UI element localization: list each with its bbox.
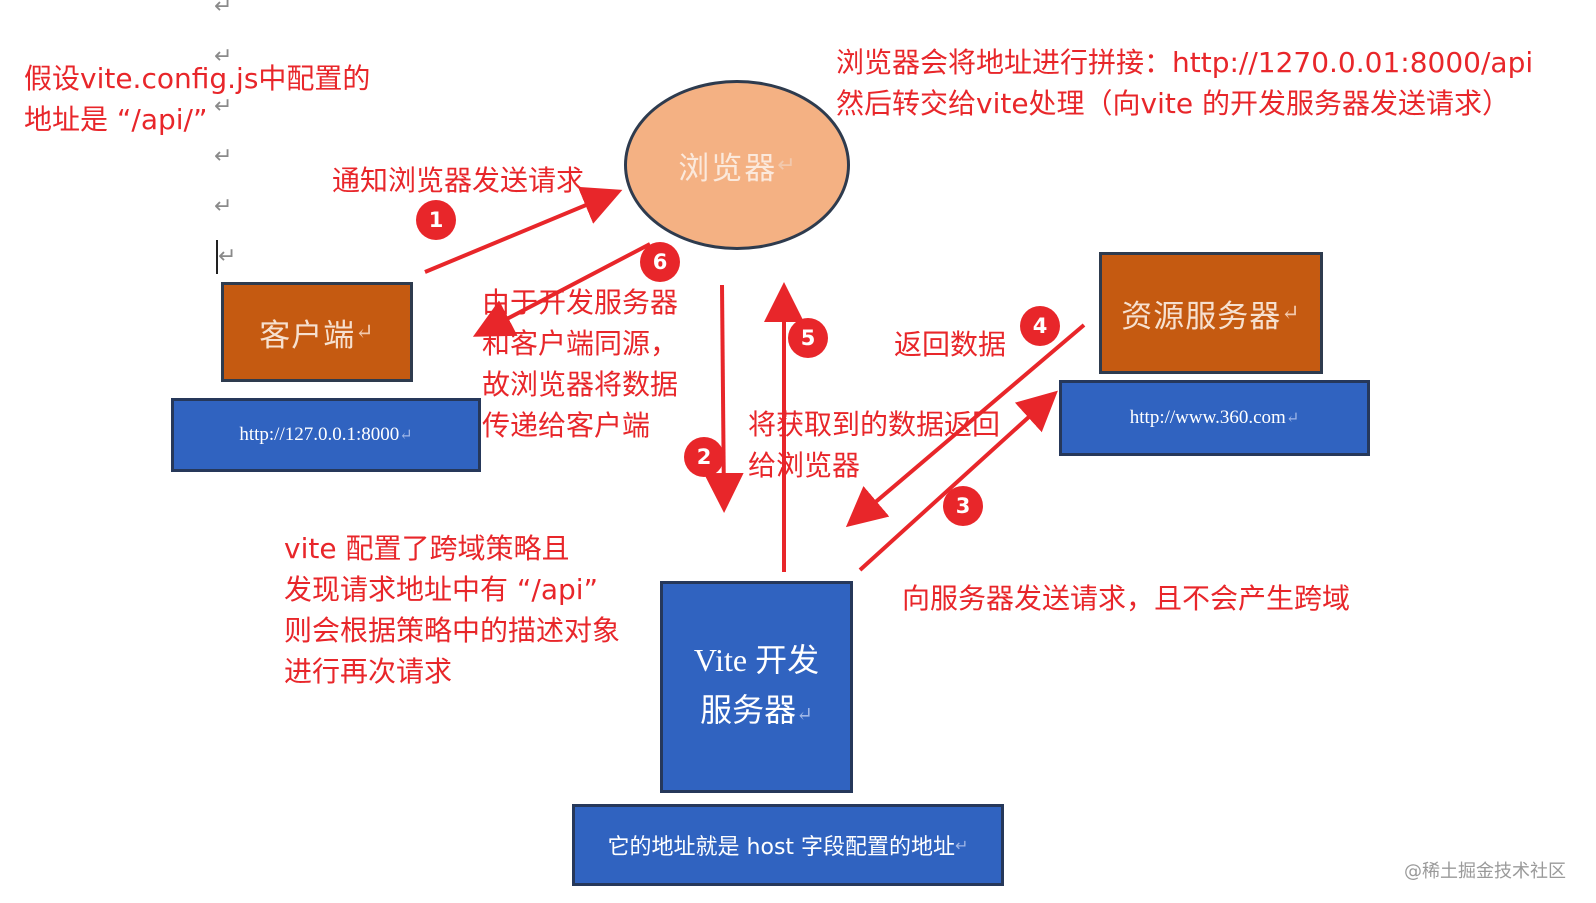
return-arrow-icon: ↵ bbox=[1281, 300, 1301, 326]
step-badge-3: 3 bbox=[943, 486, 983, 526]
same-origin-note: 由于开发服务器 和客户端同源， 故浏览器将数据 传递给客户端 bbox=[482, 282, 678, 446]
notify-note: 通知浏览器发送请求 bbox=[332, 164, 585, 197]
client-url-box: http://127.0.0.1:8000 ↵ bbox=[171, 398, 481, 472]
vite-policy-line: vite 配置了跨域策略且 bbox=[284, 532, 570, 565]
text-cursor bbox=[216, 240, 218, 274]
step-badge-6: 6 bbox=[640, 242, 680, 282]
vite-policy-line: 则会根据策略中的描述对象 bbox=[284, 614, 621, 647]
vite-policy-note: vite 配置了跨域策略且 发现请求地址中有 “/api” 则会根据策略中的描述… bbox=[284, 528, 620, 692]
resource-url: http://www.360.com bbox=[1129, 407, 1286, 428]
return-arrow-icon: ↵ bbox=[955, 835, 969, 855]
same-origin-line: 和客户端同源， bbox=[482, 327, 679, 360]
step-badge-5: 5 bbox=[788, 318, 828, 358]
client-label: 客户端 bbox=[259, 317, 356, 354]
return-arrow-icon: ↵ bbox=[218, 244, 237, 269]
splice-line-2: 然后转交给vite处理（向vite 的开发服务器发送请求） bbox=[836, 87, 1511, 120]
client-url: http://127.0.0.1:8000 bbox=[239, 424, 400, 445]
return-arrow-icon: ↵ bbox=[1285, 410, 1300, 427]
assumption-line-2: 地址是 “/api/” bbox=[24, 103, 208, 136]
client-node: 客户端 ↵ bbox=[221, 282, 413, 382]
step-badge-2: 2 bbox=[684, 437, 724, 477]
return-arrow-icon: ↵ bbox=[355, 319, 375, 345]
return-browser-line: 将获取到的数据返回 bbox=[748, 408, 1001, 441]
arrow-resource-to-vite bbox=[845, 323, 1086, 528]
vite-policy-line: 进行再次请求 bbox=[284, 655, 453, 688]
vite-address-box: 它的地址就是 host 字段配置的地址 ↵ bbox=[572, 804, 1004, 886]
vite-policy-line: 发现请求地址中有 “/api” bbox=[284, 573, 599, 606]
return-arrow-icon: ↵ bbox=[399, 427, 413, 444]
return-arrow-icon: ↵ bbox=[796, 703, 813, 726]
resource-server-label: 资源服务器 bbox=[1121, 298, 1282, 335]
return-browser-note: 将获取到的数据返回 给浏览器 bbox=[748, 404, 1000, 486]
same-origin-line: 故浏览器将数据 bbox=[482, 368, 679, 401]
step-badge-4: 4 bbox=[1020, 306, 1060, 346]
return-arrow-icon: ↵ bbox=[777, 152, 796, 178]
send-server-note: 向服务器发送请求，且不会产生跨域 bbox=[902, 582, 1351, 615]
browser-node: 浏览器 ↵ bbox=[624, 80, 850, 250]
return-arrow-icon: ↵ bbox=[214, 94, 233, 119]
assumption-note: 假设vite.config.js中配置的 地址是 “/api/” bbox=[24, 58, 370, 140]
return-arrow-icon: ↵ bbox=[214, 44, 233, 69]
splice-note: 浏览器会将地址进行拼接：http://1270.0.01:8000/api 然后… bbox=[836, 42, 1533, 124]
vite-label-line-1: Vite 开发 bbox=[693, 641, 820, 678]
return-browser-line: 给浏览器 bbox=[748, 449, 861, 482]
same-origin-line: 由于开发服务器 bbox=[482, 286, 679, 319]
arrow-browser-to-client bbox=[472, 242, 651, 337]
return-data-note: 返回数据 bbox=[894, 328, 1007, 361]
arrow-browser-to-vite bbox=[703, 284, 744, 513]
arrow-client-to-browser bbox=[424, 186, 623, 274]
vite-server-node: Vite 开发 服务器↵ bbox=[660, 581, 853, 793]
vite-label-line-2: 服务器↵ bbox=[700, 691, 813, 728]
return-arrow-icon: ↵ bbox=[214, 0, 233, 19]
resource-url-box: http://www.360.com ↵ bbox=[1059, 380, 1370, 456]
return-arrow-icon: ↵ bbox=[214, 144, 233, 169]
resource-server-node: 资源服务器 ↵ bbox=[1099, 252, 1323, 374]
splice-line-1: 浏览器会将地址进行拼接：http://1270.0.01:8000/api bbox=[836, 46, 1534, 79]
step-badge-1: 1 bbox=[416, 200, 456, 240]
watermark: @稀土掘金技术社区 bbox=[1404, 861, 1566, 882]
vite-address: 它的地址就是 host 字段配置的地址 bbox=[607, 835, 956, 860]
browser-label: 浏览器 bbox=[678, 150, 778, 187]
assumption-line-1: 假设vite.config.js中配置的 bbox=[24, 62, 371, 95]
arrow-vite-to-resource bbox=[858, 390, 1058, 572]
same-origin-line: 传递给客户端 bbox=[482, 409, 651, 442]
return-arrow-icon: ↵ bbox=[214, 194, 233, 219]
